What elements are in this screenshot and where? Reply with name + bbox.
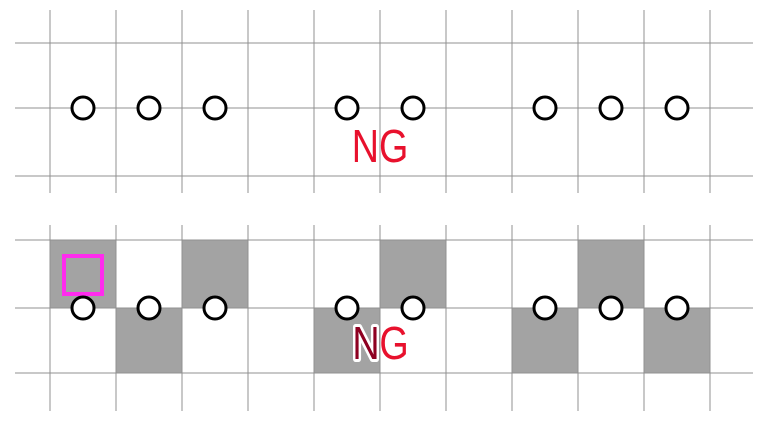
circle-marker (334, 295, 360, 321)
ng-label-top: NG (352, 120, 409, 171)
circle-marker (70, 295, 96, 321)
circle-marker (664, 295, 690, 321)
circle-marker (136, 295, 162, 321)
circle-marker (532, 95, 558, 121)
circle-marker (202, 95, 228, 121)
ng-label-bottom-n: N (352, 317, 379, 368)
circle-marker (532, 295, 558, 321)
ng-label-bottom-g: G (379, 317, 408, 368)
circle-marker (598, 95, 624, 121)
circle-marker (334, 95, 360, 121)
circle-marker (136, 95, 162, 121)
circle-marker (598, 295, 624, 321)
circle-marker (202, 295, 228, 321)
circle-marker (400, 95, 426, 121)
magenta-square-marker (62, 254, 104, 296)
circle-marker (400, 295, 426, 321)
circle-marker (70, 95, 96, 121)
circle-marker (664, 95, 690, 121)
